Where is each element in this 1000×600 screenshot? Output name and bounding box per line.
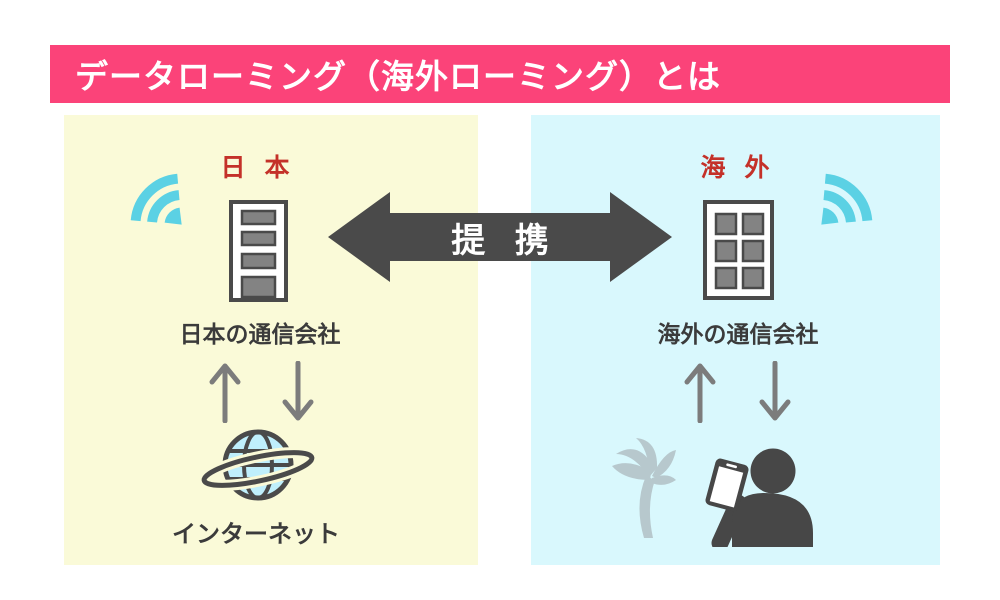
partnership-label: 提 携 [451, 221, 559, 260]
globe-orbit-icon [198, 429, 318, 501]
wifi-signal-icon-left [130, 173, 182, 225]
person-with-smartphone-icon [705, 448, 813, 547]
overseas-region-label: 海 外 [700, 154, 776, 182]
telecom-building-icon-japan [229, 200, 288, 302]
wifi-signal-icon [807, 173, 873, 244]
palm-tree-icon [612, 438, 676, 538]
head [750, 448, 796, 494]
wifi-signal-icon [130, 173, 196, 244]
title-bar: データローミング（海外ローミング）とは [50, 45, 950, 103]
internet-label: インターネット [172, 521, 340, 548]
page-title: データローミング（海外ローミング）とは [75, 58, 721, 95]
double-headed-arrow-icon [328, 192, 672, 282]
upload-arrow-icon [209, 363, 241, 423]
japan-company-label: 日本の通信会社 [179, 321, 341, 347]
download-arrow-icon [759, 361, 791, 421]
telecom-building-icon-overseas [703, 200, 774, 300]
japan-panel: 日 本 日本の通信会社 [64, 115, 478, 565]
overseas-company-label: 海外の通信会社 [657, 321, 819, 347]
download-arrow-icon [282, 361, 314, 421]
upload-arrow-icon [684, 363, 716, 423]
body [732, 493, 813, 547]
wifi-signal-icon-right [821, 173, 873, 225]
smartphone [705, 458, 749, 512]
japan-region-label: 日 本 [220, 154, 296, 182]
overseas-panel: 海 外 海外の通信会社 [531, 115, 940, 565]
